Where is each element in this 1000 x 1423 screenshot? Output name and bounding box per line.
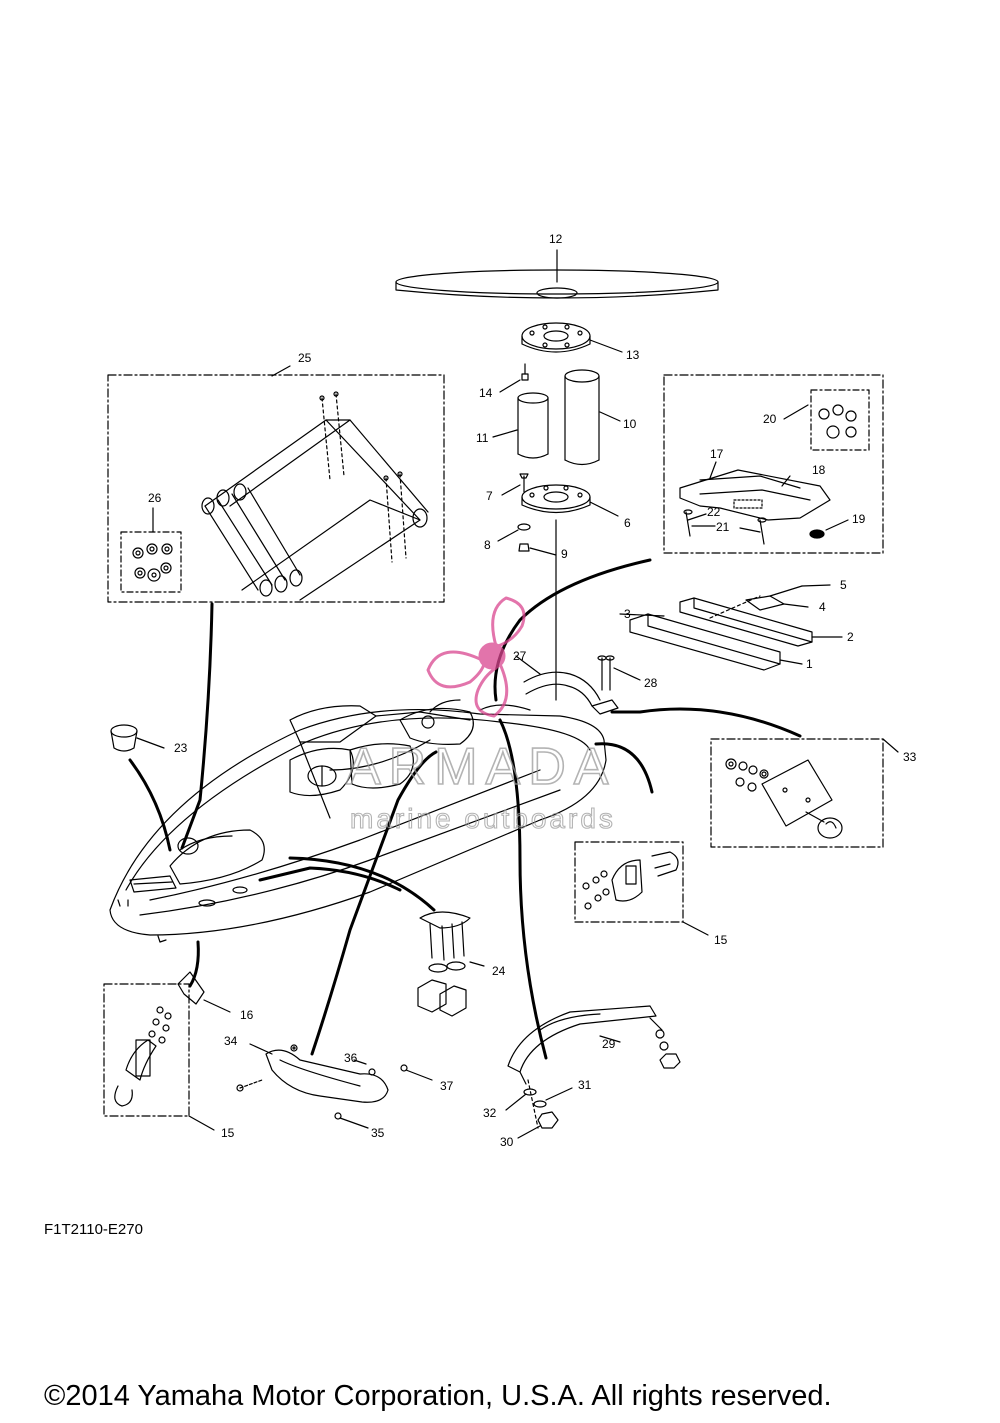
- callout-11: 11: [476, 431, 489, 445]
- table-top-part: [395, 249, 719, 299]
- grab-tube-part: [515, 655, 641, 715]
- callout-1: 1: [806, 657, 813, 671]
- callout-33: 33: [903, 750, 917, 764]
- grab-rail-part: [505, 1005, 681, 1139]
- callout-35: 35: [371, 1126, 385, 1140]
- callout-24: 24: [492, 964, 506, 978]
- callout-12: 12: [549, 232, 563, 246]
- drain-plug-box: [710, 738, 899, 848]
- callout-2: 2: [847, 630, 854, 644]
- copyright-notice: ©2014 Yamaha Motor Corporation, U.S.A. A…: [44, 1380, 832, 1412]
- callout-19: 19: [852, 512, 866, 526]
- callout-37: 37: [440, 1079, 454, 1093]
- callout-31: 31: [578, 1078, 592, 1092]
- bracket-assembly-box: [663, 374, 884, 554]
- watermark-brand: ARMADA: [346, 738, 616, 796]
- lower-flange-part: [497, 473, 619, 701]
- callout-32: 32: [483, 1106, 497, 1120]
- callout-8: 8: [484, 538, 491, 552]
- boat-hull-part: [109, 699, 607, 943]
- watermark-tagline: marine outboards: [350, 803, 616, 834]
- callout-21: 21: [716, 520, 730, 534]
- callout-23: 23: [174, 741, 188, 755]
- cleat-part: [417, 911, 485, 1017]
- boarding-ladder-part: [201, 391, 429, 601]
- callout-7: 7: [486, 489, 493, 503]
- grab-handle-part: [236, 1043, 433, 1129]
- callout-34: 34: [224, 1034, 238, 1048]
- callout-16: 16: [240, 1008, 254, 1022]
- callout-25: 25: [298, 351, 312, 365]
- diagram-code: F1T2110-E270: [44, 1221, 143, 1238]
- tow-eye-box-right: [574, 841, 709, 936]
- callout-30: 30: [500, 1135, 514, 1149]
- callout-27: 27: [513, 649, 527, 663]
- callout-labels: 1 2 3 4 5 6 7 8 9 10 11 12 13 14 15 15 1…: [148, 232, 917, 1149]
- upper-flange-part: [521, 322, 623, 353]
- callout-22: 22: [707, 505, 721, 519]
- callout-9: 9: [561, 547, 568, 561]
- callout-15-right: 15: [714, 933, 728, 947]
- callout-4: 4: [819, 600, 826, 614]
- seat-bracket-part: [679, 461, 849, 545]
- callout-29: 29: [602, 1037, 616, 1051]
- ladder-assembly-box: [107, 365, 445, 603]
- cup-holder-part: [110, 724, 165, 752]
- screw-part-14: [499, 363, 529, 393]
- pedestal-tube-10: [564, 369, 621, 466]
- callout-5: 5: [840, 578, 847, 592]
- callout-13: 13: [626, 348, 640, 362]
- callout-6: 6: [624, 516, 631, 530]
- callout-36: 36: [344, 1051, 358, 1065]
- callout-15-left: 15: [221, 1126, 235, 1140]
- pedestal-tube-11: [492, 392, 549, 459]
- callout-26: 26: [148, 491, 162, 505]
- callout-10: 10: [623, 417, 637, 431]
- callout-28: 28: [644, 676, 658, 690]
- watermark-propeller: [426, 596, 526, 718]
- callout-20: 20: [763, 412, 777, 426]
- ladder-bumper-box: [120, 507, 182, 593]
- callout-17: 17: [710, 447, 724, 461]
- callout-14: 14: [479, 386, 493, 400]
- callout-3: 3: [624, 607, 631, 621]
- mount-rails-part: [619, 584, 843, 671]
- tow-eye-box-left: [103, 971, 231, 1131]
- callout-18: 18: [812, 463, 826, 477]
